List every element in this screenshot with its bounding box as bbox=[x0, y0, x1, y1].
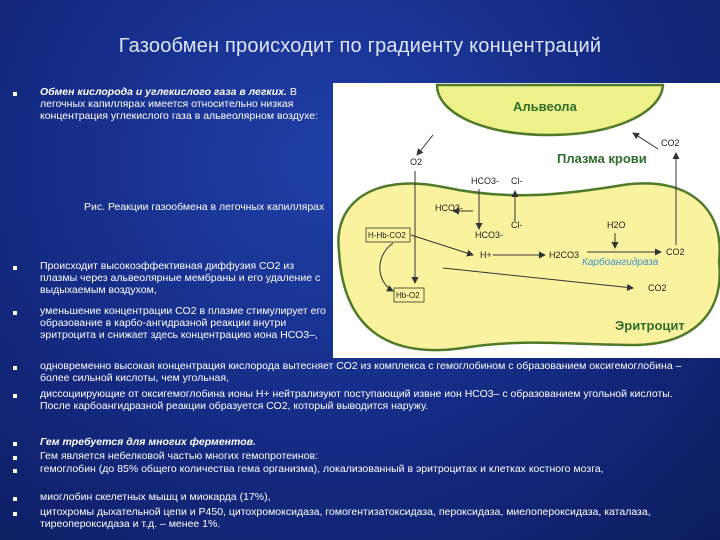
bullet-h-ions: диссоциирующие от оксигемоглобина ионы Н… bbox=[40, 388, 673, 413]
hco3-cell: HCO3- bbox=[435, 203, 463, 213]
bullet-marker bbox=[13, 469, 17, 473]
h-plus-label: H+ bbox=[480, 250, 492, 260]
h2co3-label: H2CO3 bbox=[549, 250, 579, 260]
hco3-plasma: HCO3- bbox=[471, 176, 499, 186]
heme-item: Гем является небелковой частью многих ге… bbox=[40, 450, 319, 462]
bullet-lungs: Обмен кислорода и углекислого газа в лег… bbox=[40, 86, 330, 123]
hb-o2-label: Hb-O2 bbox=[396, 291, 420, 300]
arrow-hb-co2-branch bbox=[442, 267, 634, 291]
cl-plasma: Cl- bbox=[511, 176, 523, 186]
heme-heading: Гем требуется для многих ферментов. bbox=[40, 436, 256, 448]
bullet-lungs-text: В легочных капиллярах имеется относитель… bbox=[40, 86, 319, 123]
bullet-marker bbox=[13, 497, 17, 501]
bullet-marker bbox=[13, 394, 17, 398]
h-hb-co2-box bbox=[365, 227, 411, 243]
bullet-lungs-heading: Обмен кислорода и углекислого газа в лег… bbox=[40, 86, 287, 98]
bullet-co2-decrease: уменьшение концентрации СО2 в плазме сти… bbox=[40, 305, 326, 342]
erythrocyte-cell bbox=[337, 182, 720, 352]
heme-item: цитохромы дыхательной цепи и Р450, цитох… bbox=[40, 506, 651, 531]
o2-top: O2 bbox=[410, 157, 422, 167]
bullet-marker bbox=[13, 442, 17, 446]
cl-cell: Cl- bbox=[511, 220, 523, 230]
h2o-label: H2O bbox=[607, 220, 626, 230]
arrow-hb-loop bbox=[379, 242, 394, 292]
heme-item: гемоглобин (до 85% общего количества гем… bbox=[40, 463, 604, 475]
slide-title: Газообмен происходит по градиенту концен… bbox=[118, 35, 602, 57]
bullet-marker bbox=[13, 266, 17, 270]
gas-exchange-figure: Альвеола Плазма крови Эритроцит Карбоанг… bbox=[333, 83, 720, 358]
alveola-shape bbox=[435, 83, 665, 137]
gas-exchange-diagram: Альвеола Плазма крови Эритроцит Карбоанг… bbox=[337, 83, 720, 352]
arrow-hb-to-h bbox=[410, 234, 474, 257]
bullet-marker bbox=[13, 456, 17, 460]
alveola-label: Альвеола bbox=[513, 99, 578, 114]
bullet-marker bbox=[13, 366, 17, 370]
co2-top: CO2 bbox=[661, 138, 680, 148]
co2-right-lower: CO2 bbox=[648, 283, 667, 293]
hb-o2-box bbox=[393, 287, 425, 303]
erythrocyte-label: Эритроцит bbox=[615, 318, 685, 333]
carbonic-anhydrase-label: Карбоангидраза bbox=[582, 256, 659, 268]
bullet-diffusion: Происходит высокоэффективная диффузия СО… bbox=[40, 260, 321, 297]
bullet-marker bbox=[13, 92, 17, 96]
bullet-marker bbox=[13, 512, 17, 516]
bullet-oxygen: одновременно высокая концентрация кислор… bbox=[40, 360, 682, 385]
hco3-cell-2: HCO3- bbox=[475, 230, 503, 240]
arrow-co2-out bbox=[632, 132, 659, 150]
figure-caption: Рис. Реакции газообмена в легочных капил… bbox=[84, 201, 325, 213]
h-hb-co2-label: H-Hb-CO2 bbox=[368, 231, 406, 240]
plasma-label: Плазма крови bbox=[557, 151, 647, 166]
heme-item: миоглобин скелетных мышц и миокарда (17%… bbox=[40, 491, 271, 503]
co2-right: CO2 bbox=[666, 247, 685, 257]
bullet-marker bbox=[13, 311, 17, 315]
arrow-o2-in bbox=[416, 134, 434, 156]
